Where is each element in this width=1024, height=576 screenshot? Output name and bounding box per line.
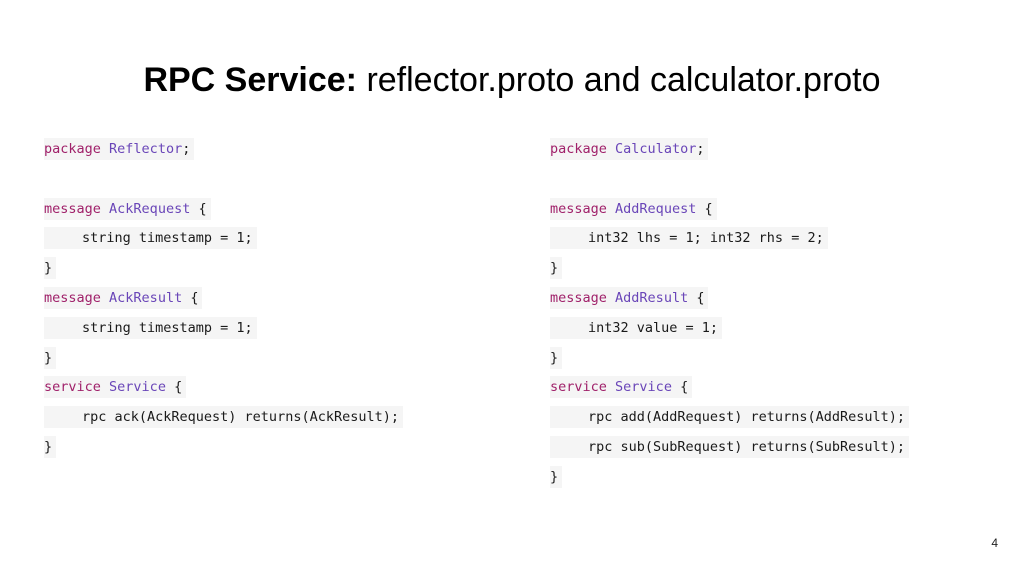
punctuation: } — [44, 349, 53, 366]
calculator-proto-code: package Calculator; message AddRequest {… — [550, 135, 909, 493]
punctuation: { — [165, 379, 183, 396]
code-line: package Reflector; — [44, 135, 403, 165]
code-line: message AckResult { — [44, 284, 403, 314]
rpc-definition: rpc ack(AckRequest) returns(AckResult); — [82, 409, 399, 426]
slide-title-bold: RPC Service: — [143, 61, 357, 99]
code-line: rpc ack(AckRequest) returns(AckResult); — [44, 403, 403, 433]
keyword: message — [44, 289, 101, 306]
punctuation: } — [550, 468, 559, 485]
message-name: AckRequest — [109, 200, 191, 217]
message-name: AddRequest — [615, 200, 697, 217]
field-definition: int32 value = 1; — [588, 319, 719, 336]
code-line: rpc add(AddRequest) returns(AddResult); — [550, 403, 909, 433]
keyword: service — [550, 379, 607, 396]
page-number: 4 — [991, 536, 998, 550]
rpc-definition: rpc add(AddRequest) returns(AddResult); — [588, 409, 905, 426]
code-line: } — [550, 463, 909, 493]
field-definition: int32 lhs = 1; int32 rhs = 2; — [588, 230, 824, 247]
code-line: } — [44, 433, 403, 463]
code-line: int32 lhs = 1; int32 rhs = 2; — [550, 224, 909, 254]
code-line: } — [44, 344, 403, 374]
code-line-blank — [44, 165, 403, 195]
code-line: service Service { — [550, 373, 909, 403]
punctuation: { — [182, 289, 199, 306]
keyword: message — [550, 200, 607, 217]
message-name: AddResult — [615, 289, 689, 306]
code-line: message AckRequest { — [44, 195, 403, 225]
keyword: message — [44, 200, 101, 217]
keyword: package — [44, 141, 101, 157]
code-line: service Service { — [44, 373, 403, 403]
message-name: AckResult — [109, 289, 183, 306]
code-line: string timestamp = 1; — [44, 224, 403, 254]
punctuation: } — [44, 260, 53, 277]
punctuation: ; — [182, 141, 191, 157]
reflector-proto-code: package Reflector; message AckRequest { … — [44, 135, 403, 463]
punctuation: ; — [696, 141, 705, 157]
code-line: rpc sub(SubRequest) returns(SubResult); — [550, 433, 909, 463]
punctuation: } — [44, 438, 53, 455]
package-name: Calculator — [615, 141, 697, 157]
punctuation: } — [550, 349, 559, 366]
keyword: message — [550, 289, 607, 306]
code-line: package Calculator; — [550, 135, 909, 165]
punctuation: { — [696, 200, 713, 217]
code-line: } — [44, 254, 403, 284]
package-name: Reflector — [109, 141, 183, 157]
code-line: string timestamp = 1; — [44, 314, 403, 344]
code-line: } — [550, 344, 909, 374]
field-definition: string timestamp = 1; — [82, 230, 253, 247]
punctuation: { — [688, 289, 705, 306]
code-line: } — [550, 254, 909, 284]
keyword: package — [550, 141, 607, 157]
slide-title: RPC Service: reflector.proto and calcula… — [0, 60, 1024, 101]
code-line-blank — [550, 165, 909, 195]
punctuation: { — [671, 379, 689, 396]
code-line: message AddResult { — [550, 284, 909, 314]
rpc-definition: rpc sub(SubRequest) returns(SubResult); — [588, 438, 905, 455]
slide-title-rest: reflector.proto and calculator.proto — [357, 61, 881, 99]
service-name: Service — [109, 379, 166, 396]
code-line: message AddRequest { — [550, 195, 909, 225]
field-definition: string timestamp = 1; — [82, 319, 253, 336]
code-line: int32 value = 1; — [550, 314, 909, 344]
punctuation: { — [190, 200, 207, 217]
punctuation: } — [550, 260, 559, 277]
keyword: service — [44, 379, 101, 396]
service-name: Service — [615, 379, 672, 396]
